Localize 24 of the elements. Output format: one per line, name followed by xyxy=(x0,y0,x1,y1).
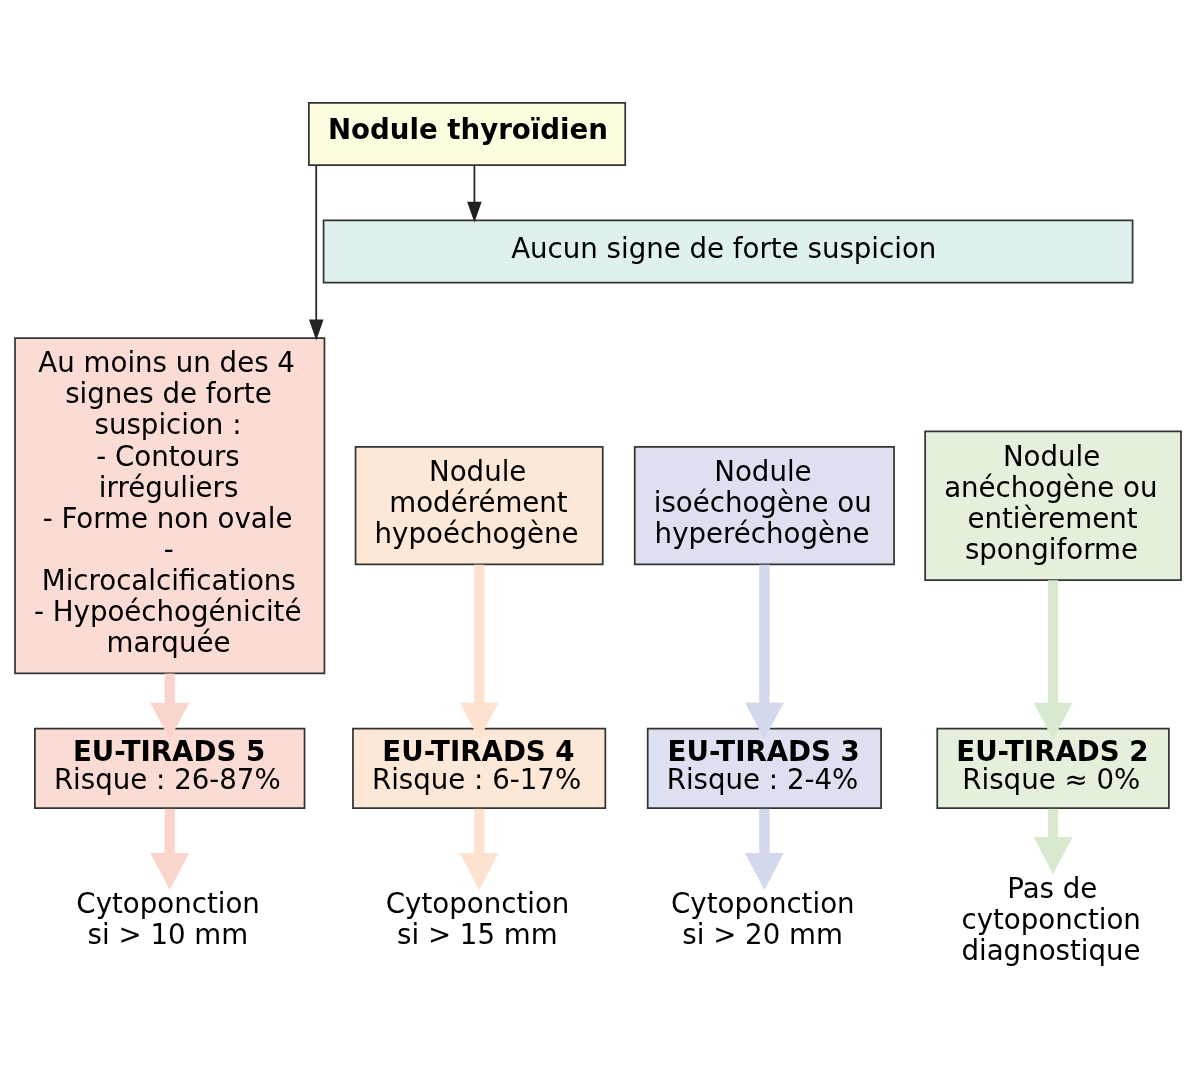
node-box: Aucun signe de forte suspicion xyxy=(322,219,1134,284)
node-box: EU-TIRADS 5 Risque : 26-87% xyxy=(34,727,306,810)
node-box: Nodule isoéchogène ou hyperéchogène xyxy=(633,446,895,566)
node-box: Nodule modérément hypoéchogène xyxy=(354,446,604,566)
node-box: EU-TIRADS 4 Risque : 6-17% xyxy=(352,727,607,810)
node-box: Au moins un des 4 signes de forte suspicion : - Contours irréguliers - Forme non ovale - Microcalcifications - Hypoéchogénicité marquée xyxy=(14,337,326,675)
arrow xyxy=(744,564,784,740)
node-text: Pas de cytoponction diagnostique xyxy=(961,871,1141,967)
arrow xyxy=(467,164,482,223)
arrow xyxy=(1033,580,1073,740)
node-text: Cytoponction si > 20 mm xyxy=(671,887,855,952)
node-box: EU-TIRADS 3 Risque : 2-4% xyxy=(646,727,882,810)
arrow xyxy=(459,564,499,740)
node-box: Nodule thyroïdien xyxy=(308,102,627,166)
node-box: EU-TIRADS 2 Risque ≈ 0% xyxy=(936,727,1170,810)
arrow xyxy=(459,808,499,891)
node-box: Nodule anéchogène ou entièrement spongiforme xyxy=(924,430,1182,581)
arrow xyxy=(150,673,190,740)
arrow xyxy=(150,808,190,891)
node-text: Cytoponction si > 15 mm xyxy=(385,887,570,952)
arrow xyxy=(308,164,324,341)
node-text: Cytoponction si > 10 mm xyxy=(76,887,260,952)
arrow xyxy=(744,808,784,891)
arrow xyxy=(1033,808,1073,875)
